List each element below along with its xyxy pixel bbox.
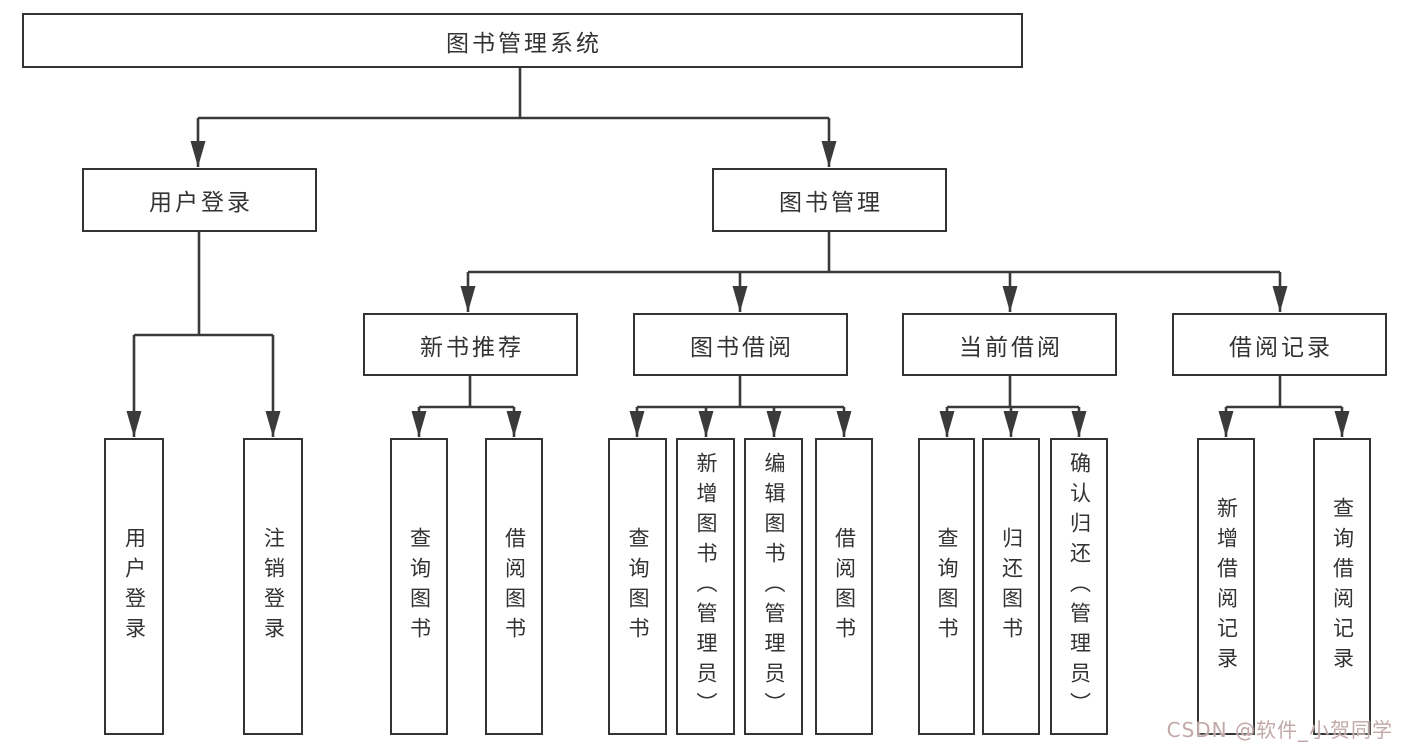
leaf-nb-query-books: 查询图书 bbox=[390, 438, 448, 735]
connector-current-borrow bbox=[939, 376, 1087, 437]
leaf-cb-query-books: 查询图书 bbox=[918, 438, 975, 735]
node-current-borrow: 当前借阅 bbox=[902, 313, 1117, 376]
node-book-borrow: 图书借阅 bbox=[633, 313, 848, 376]
connector-borrow-records bbox=[1218, 376, 1350, 437]
csdn-watermark: CSDN @软件_小贺同学 bbox=[1166, 718, 1393, 742]
leaf-nb-borrow-books: 借阅图书 bbox=[485, 438, 543, 735]
connector-new-book-recommend bbox=[411, 376, 522, 437]
node-library-management-system: 图书管理系统 bbox=[22, 13, 1023, 68]
leaf-bb-add-books-admin: 新增图书（管理员） bbox=[676, 438, 735, 735]
leaf-cb-confirm-return-admin: 确认归还（管理员） bbox=[1050, 438, 1108, 735]
node-borrow-records: 借阅记录 bbox=[1172, 313, 1387, 376]
leaf-bb-query-books: 查询图书 bbox=[608, 438, 667, 735]
leaf-logout: 注销登录 bbox=[243, 438, 303, 735]
leaf-bb-borrow-books: 借阅图书 bbox=[815, 438, 873, 735]
node-user-login: 用户登录 bbox=[82, 168, 317, 232]
connector-root bbox=[190, 68, 837, 167]
connector-book-management bbox=[460, 232, 1288, 312]
leaf-br-query-record: 查询借阅记录 bbox=[1313, 438, 1371, 735]
leaf-cb-return-books: 归还图书 bbox=[982, 438, 1040, 735]
node-book-management: 图书管理 bbox=[712, 168, 947, 232]
connector-user-login bbox=[126, 232, 281, 437]
leaf-user-login: 用户登录 bbox=[104, 438, 164, 735]
connector-book-borrow bbox=[629, 376, 852, 437]
node-new-book-recommend: 新书推荐 bbox=[363, 313, 578, 376]
leaf-bb-edit-books-admin: 编辑图书（管理员） bbox=[744, 438, 803, 735]
leaf-br-add-record: 新增借阅记录 bbox=[1197, 438, 1255, 735]
